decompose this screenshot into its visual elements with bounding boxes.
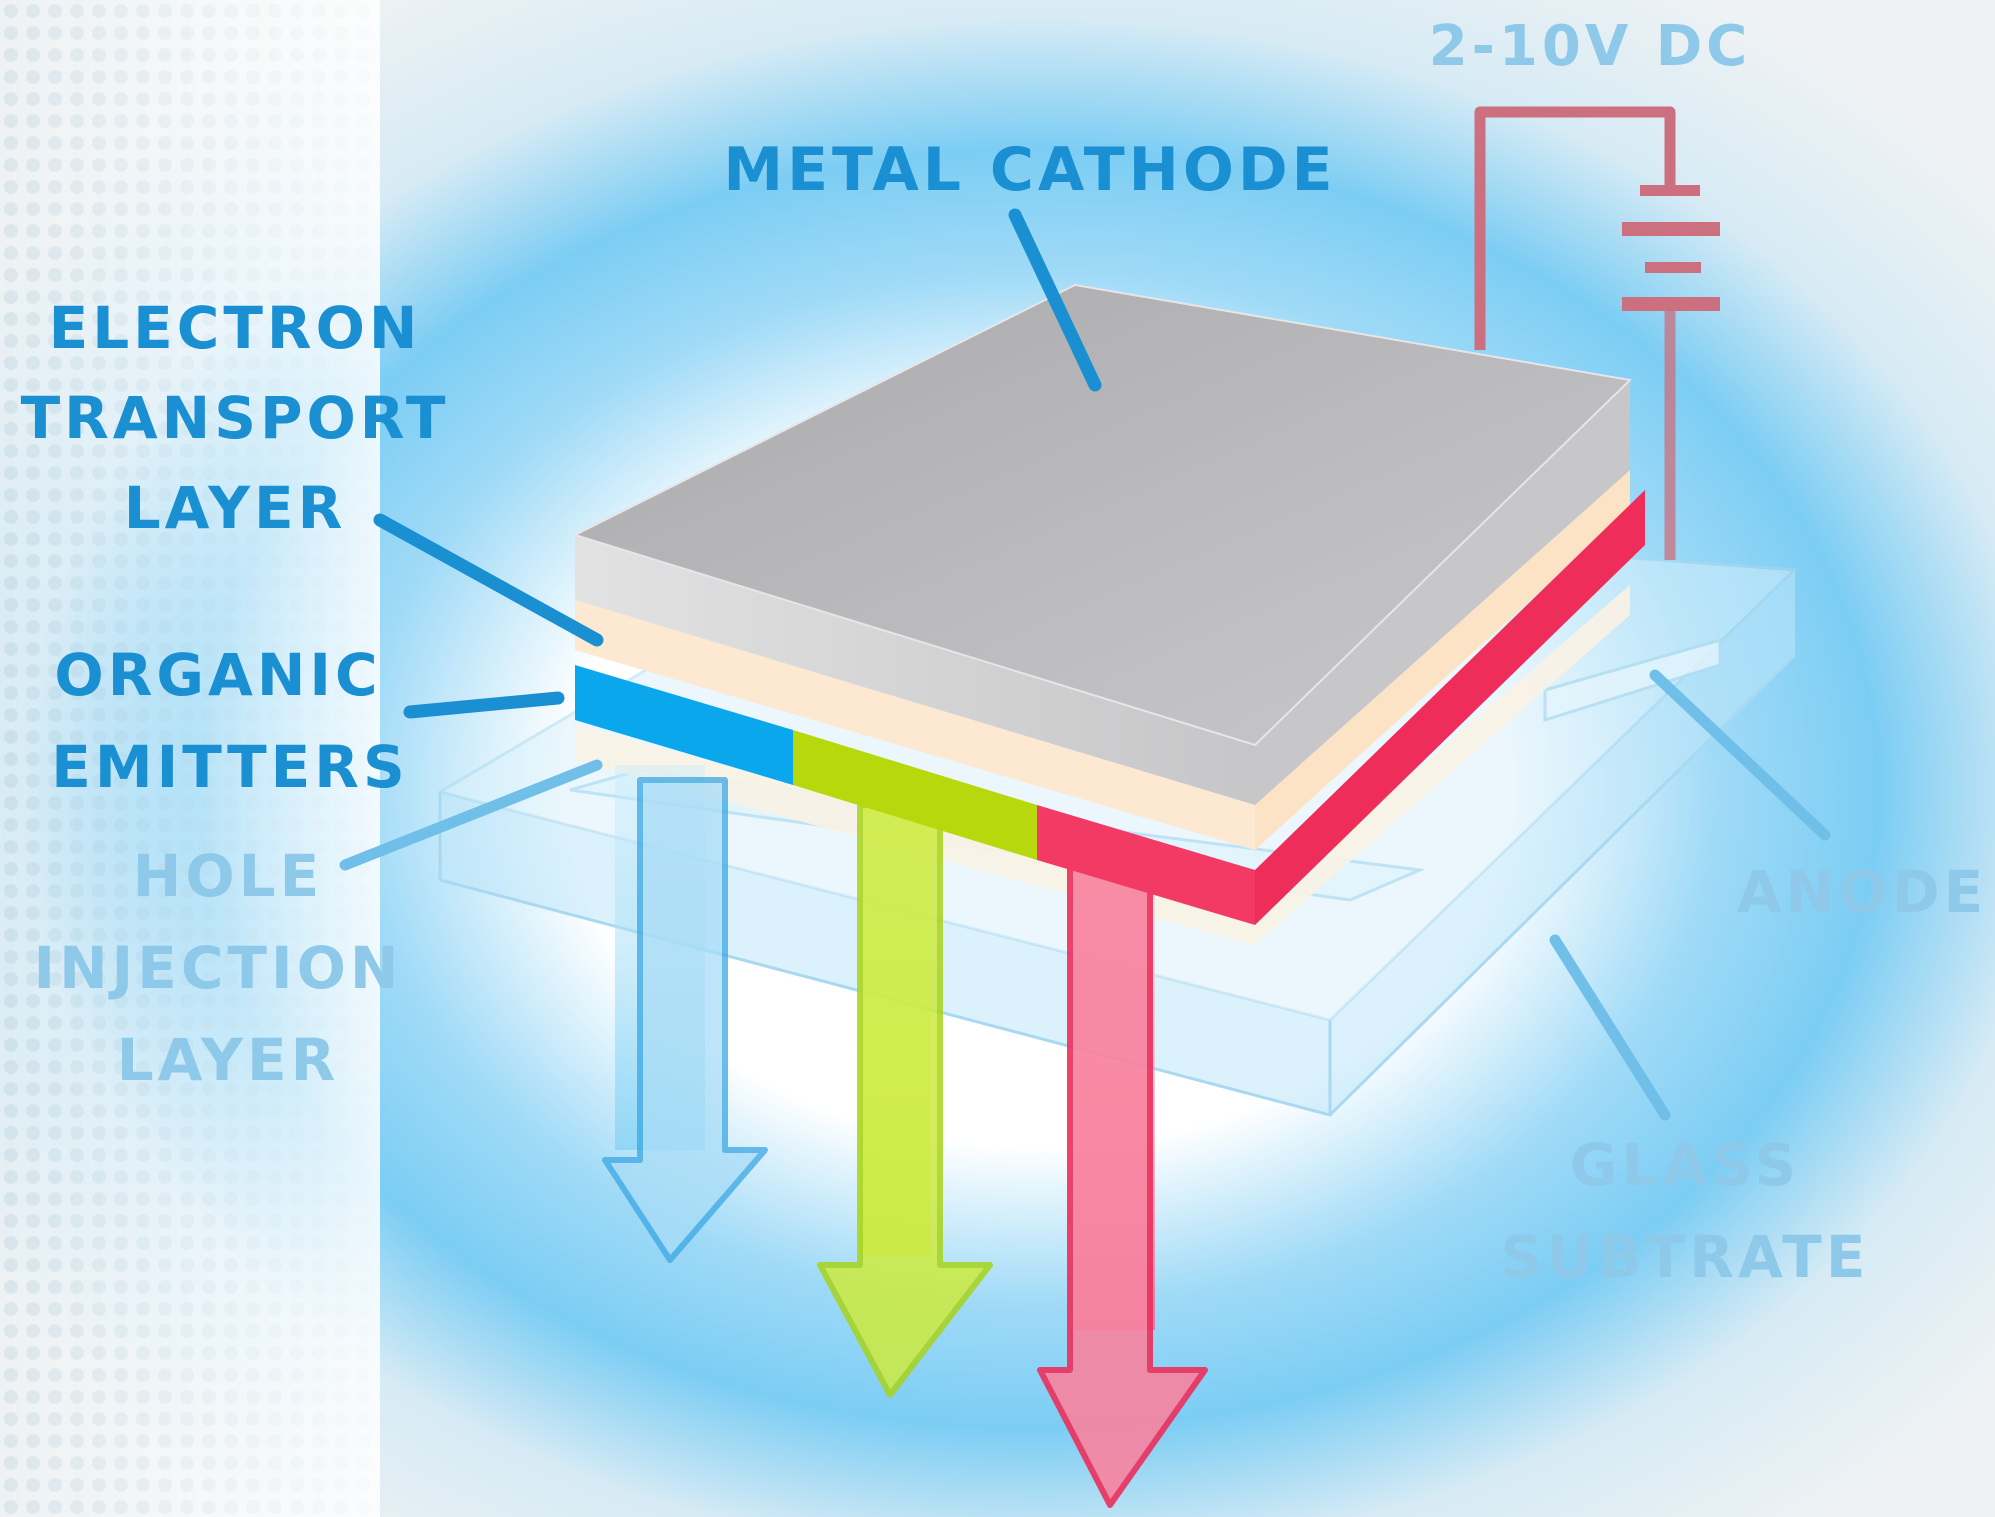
red-light-arrow <box>1037 857 1208 1508</box>
label-voltage: 2-10V DC <box>1429 14 1752 79</box>
emitter-blue <box>575 665 793 785</box>
leader-glass <box>1549 934 1671 1121</box>
label-emitters-line1: ORGANIC <box>54 641 381 709</box>
emitter-red-side <box>1255 490 1645 925</box>
label-etl-line1: ELECTRON <box>49 294 422 362</box>
organic-emitters <box>575 490 1645 925</box>
label-glass-line2: SUBTRATE <box>1501 1223 1870 1291</box>
label-etl-line3: LAYER <box>124 474 347 542</box>
label-hil-line1: HOLE <box>133 842 323 910</box>
metal-cathode <box>572 283 1633 805</box>
battery-plate-3 <box>1645 262 1701 273</box>
emitter-red-front <box>1037 805 1255 925</box>
label-metal-cathode: METAL CATHODE <box>723 135 1336 205</box>
battery-plate-2 <box>1622 222 1720 236</box>
leader-electron-transport <box>373 513 604 647</box>
circuit-wire <box>1474 106 1676 350</box>
label-etl-line2: TRANSPORT <box>21 384 450 452</box>
green-light-arrow <box>817 802 993 1398</box>
battery-plate-1 <box>1640 185 1700 196</box>
electron-transport-layer <box>575 470 1630 850</box>
leader-lines <box>339 208 1831 1121</box>
label-anode: ANODE <box>1737 858 1988 926</box>
blue-light-arrow <box>602 777 768 1263</box>
leader-metal-cathode <box>1008 208 1102 392</box>
label-emitters-line2: EMITTERS <box>51 733 408 801</box>
label-glass-line1: GLASS <box>1570 1131 1800 1199</box>
leader-organic-emitters <box>403 691 565 719</box>
leader-hole-injection <box>339 759 603 871</box>
label-hil-line3: LAYER <box>117 1026 340 1094</box>
emitter-green <box>793 730 1037 860</box>
battery-plate-4 <box>1622 297 1720 311</box>
label-hil-line2: INJECTION <box>34 934 403 1002</box>
power-circuit <box>1474 106 1720 560</box>
background-dot-fade <box>0 0 380 1517</box>
leader-anode <box>1649 669 1831 841</box>
